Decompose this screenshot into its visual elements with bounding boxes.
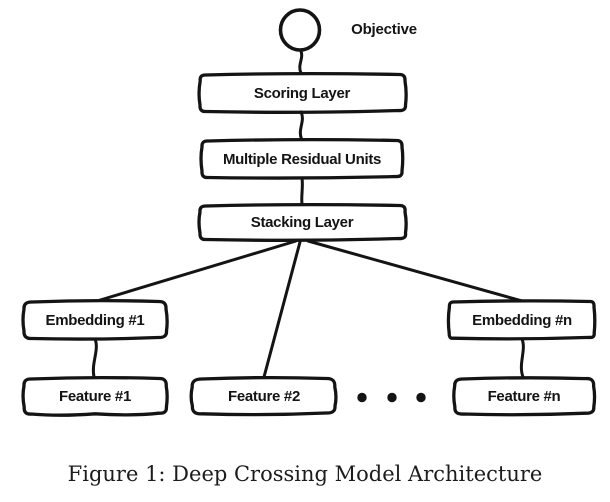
connector-objective-scoring	[298, 48, 304, 75]
node-stacking-layer	[197, 202, 408, 242]
multiple-residual-units-label: Multiple Residual Units	[223, 151, 381, 168]
scoring-layer-label: Scoring Layer	[254, 85, 351, 102]
figure-caption: Figure 1: Deep Crossing Model Architectu…	[67, 462, 543, 486]
connector-stacking-feature-2	[262, 240, 302, 379]
ellipsis-dot	[387, 392, 397, 403]
connector-stacking-embedding-n	[306, 239, 524, 303]
connector-embedding-n-feature-n	[519, 337, 525, 379]
ellipsis-dots	[357, 392, 426, 403]
node-multiple-residual-units	[199, 137, 405, 180]
connector-embedding-1-feature-1	[91, 337, 98, 379]
feature-2-label: Feature #2	[228, 388, 300, 405]
ellipsis-dot	[357, 392, 367, 403]
node-feature-1	[21, 375, 169, 417]
architecture-diagram: Objective Scoring Layer Multiple Residua…	[21, 8, 597, 417]
connector-scoring-residual	[298, 110, 304, 141]
stacking-layer-label: Stacking Layer	[251, 214, 354, 231]
node-embedding-1	[21, 298, 169, 341]
feature-n-label: Feature #n	[488, 388, 561, 405]
node-feature-n	[452, 376, 597, 417]
objective-node-circle	[278, 8, 322, 52]
embedding-n-label: Embedding #n	[472, 312, 572, 329]
ellipsis-dot	[416, 392, 426, 403]
objective-label: Objective	[351, 21, 417, 38]
connector-residual-stacking	[300, 176, 304, 206]
node-feature-2	[189, 375, 338, 417]
node-embedding-n	[446, 299, 597, 341]
connector-stacking-embedding-1	[95, 239, 298, 303]
node-scoring-layer	[197, 71, 408, 114]
embedding-1-label: Embedding #1	[46, 312, 145, 329]
feature-1-label: Feature #1	[59, 388, 131, 405]
